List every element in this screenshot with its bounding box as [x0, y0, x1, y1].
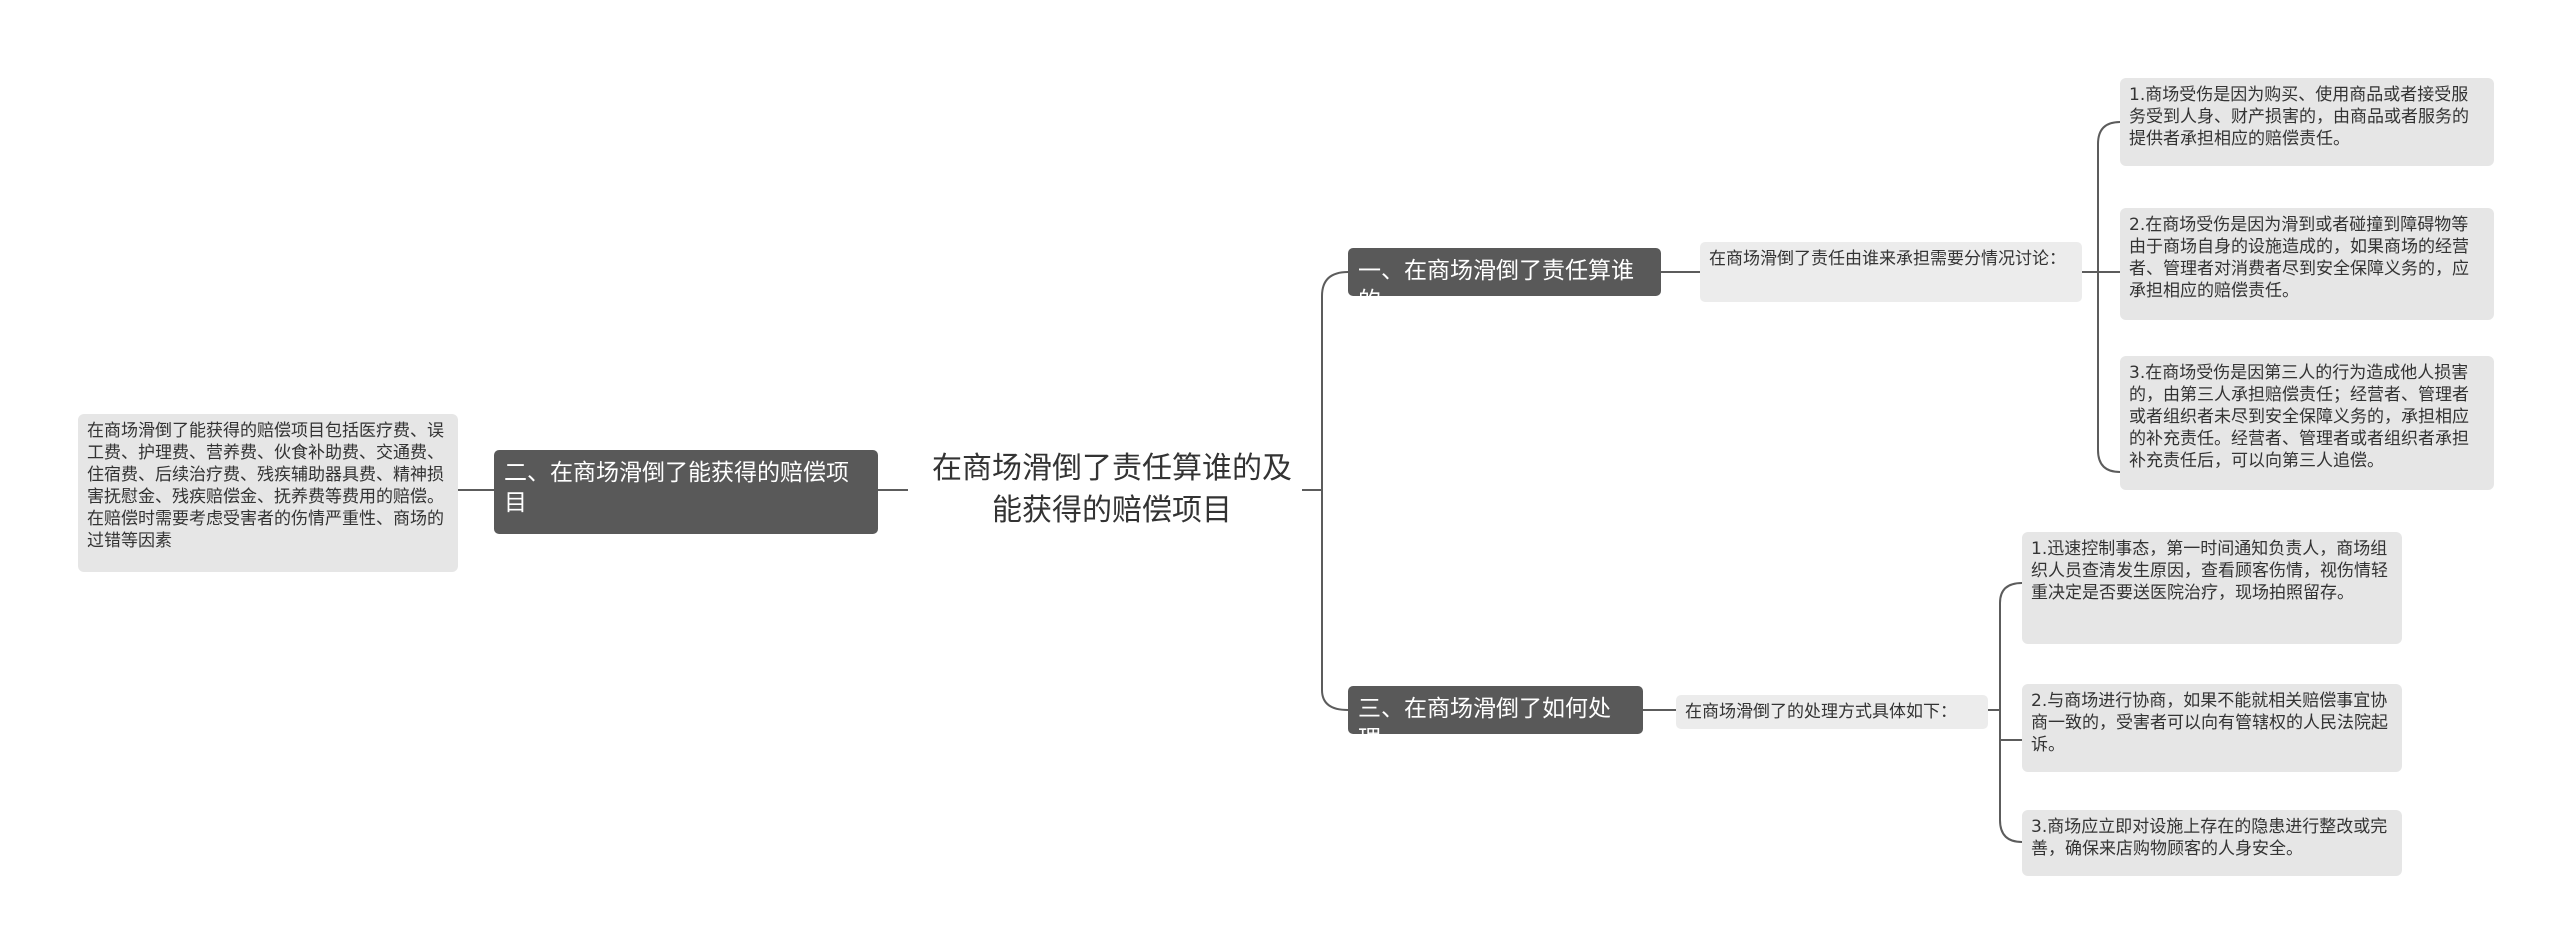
root-topic[interactable]: 在商场滑倒了责任算谁的及能获得的赔偿项目 — [922, 448, 1302, 534]
branch-handling[interactable]: 三、在商场滑倒了如何处理 — [1348, 686, 1643, 752]
responsibility-item-1[interactable]: 1.商场受伤是因为购买、使用商品或者接受服务受到人身、财产损害的，由商品或者服务… — [2120, 78, 2494, 166]
responsibility-item-3-text: 3.在商场受伤是因第三人的行为造成他人损害的，由第三人承担赔偿责任；经营者、管理… — [2129, 363, 2469, 471]
responsibility-item-1-text: 1.商场受伤是因为购买、使用商品或者接受服务受到人身、财产损害的，由商品或者服务… — [2129, 85, 2469, 149]
branch-responsibility[interactable]: 一、在商场滑倒了责任算谁的 — [1348, 248, 1661, 314]
connector-trunk-right — [1321, 271, 1349, 711]
connector-intro3-leaves — [1999, 582, 2023, 843]
responsibility-item-3[interactable]: 3.在商场受伤是因第三人的行为造成他人损害的，由第三人承担赔偿责任；经营者、管理… — [2120, 356, 2494, 490]
handling-item-2[interactable]: 2.与商场进行协商，如果不能就相关赔偿事宜协商一致的，受害者可以向有管辖权的人民… — [2022, 684, 2402, 772]
handling-item-3-text: 3.商场应立即对设施上存在的隐患进行整改或完善，确保来店购物顾客的人身安全。 — [2031, 817, 2388, 859]
handling-item-1[interactable]: 1.迅速控制事态，第一时间通知负责人，商场组织人员查清发生原因，查看顾客伤情，视… — [2022, 532, 2402, 644]
handling-item-1-text: 1.迅速控制事态，第一时间通知负责人，商场组织人员查清发生原因，查看顾客伤情，视… — [2031, 539, 2388, 603]
branch-compensation[interactable]: 二、在商场滑倒了能获得的赔偿项目 — [494, 450, 878, 534]
handling-item-3[interactable]: 3.商场应立即对设施上存在的隐患进行整改或完善，确保来店购物顾客的人身安全。 — [2022, 810, 2402, 876]
responsibility-intro[interactable]: 在商场滑倒了责任由谁来承担需要分情况讨论： — [1700, 242, 2082, 302]
compensation-detail[interactable]: 在商场滑倒了能获得的赔偿项目包括医疗费、误工费、护理费、营养费、伙食补助费、交通… — [78, 414, 458, 572]
responsibility-item-2-text: 2.在商场受伤是因为滑到或者碰撞到障碍物等由于商场自身的设施造成的，如果商场的经… — [2129, 215, 2469, 301]
branch-responsibility-label: 一、在商场滑倒了责任算谁的 — [1358, 258, 1634, 314]
root-topic-title: 在商场滑倒了责任算谁的及能获得的赔偿项目 — [932, 451, 1292, 528]
responsibility-intro-text: 在商场滑倒了责任由谁来承担需要分情况讨论： — [1709, 249, 2066, 269]
branch-compensation-label: 二、在商场滑倒了能获得的赔偿项目 — [504, 460, 849, 516]
responsibility-item-2[interactable]: 2.在商场受伤是因为滑到或者碰撞到障碍物等由于商场自身的设施造成的，如果商场的经… — [2120, 208, 2494, 320]
connector-intro1-leaves — [2097, 121, 2121, 473]
handling-intro-text: 在商场滑倒了的处理方式具体如下： — [1685, 702, 1957, 722]
branch-handling-label: 三、在商场滑倒了如何处理 — [1358, 696, 1611, 752]
handling-intro[interactable]: 在商场滑倒了的处理方式具体如下： — [1676, 695, 1988, 729]
handling-item-2-text: 2.与商场进行协商，如果不能就相关赔偿事宜协商一致的，受害者可以向有管辖权的人民… — [2031, 691, 2388, 755]
compensation-detail-text: 在商场滑倒了能获得的赔偿项目包括医疗费、误工费、护理费、营养费、伙食补助费、交通… — [87, 421, 444, 551]
